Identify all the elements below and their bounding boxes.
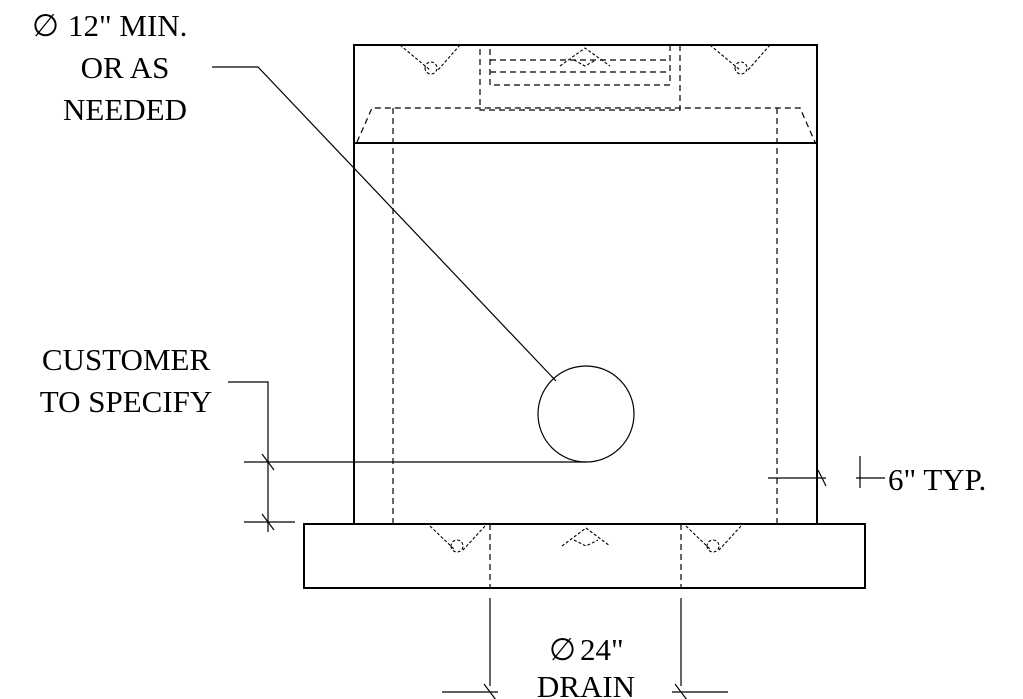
drain-label: ∅ 24" DRAIN	[537, 632, 635, 699]
drain-line2: DRAIN	[537, 669, 635, 699]
drain-tick-right	[674, 683, 687, 699]
top-pipe-symbol: ∅	[32, 8, 59, 43]
lid-opening-inner-dashed	[489, 44, 671, 86]
lid-anchor-center	[559, 47, 611, 67]
customer-leader-line	[228, 381, 269, 532]
top-pipe-line1: 12" MIN.	[68, 8, 187, 43]
drain-tick-left	[483, 683, 496, 699]
lid-opening-dashed	[479, 44, 681, 111]
base-slab	[303, 523, 866, 589]
customer-line1: CUSTOMER	[42, 342, 211, 377]
wall-typ-label: 6" TYP.	[888, 462, 986, 497]
base-anchor-center	[561, 527, 611, 547]
base-outline	[303, 523, 866, 589]
drain-symbol: ∅	[549, 632, 576, 667]
customer-label: CUSTOMER TO SPECIFY	[40, 342, 213, 419]
lid-anchor-right	[709, 44, 771, 75]
customer-line2: TO SPECIFY	[40, 384, 213, 419]
top-pipe-line3: NEEDED	[63, 92, 187, 127]
base-anchor-left	[429, 525, 486, 553]
lid-anchor-left	[399, 44, 461, 75]
wall-dim-tick-left	[817, 469, 827, 487]
top-pipe-label: ∅ 12" MIN. OR AS NEEDED	[32, 8, 187, 127]
drain-dimension	[442, 598, 728, 699]
drain-line1: 24"	[580, 632, 624, 667]
customer-tick-bottom	[261, 513, 275, 531]
top-pipe-line2: OR AS	[81, 50, 170, 85]
lid	[353, 44, 818, 144]
pipe-leader-line	[212, 66, 557, 382]
box-outline	[353, 142, 818, 525]
lid-taper-dashed	[356, 107, 816, 143]
customer-tick-top	[261, 453, 275, 471]
customer-dimension	[228, 381, 586, 532]
base-anchor-right	[685, 525, 742, 553]
pipe-opening-circle	[537, 365, 635, 463]
wall-dimension	[768, 456, 885, 488]
